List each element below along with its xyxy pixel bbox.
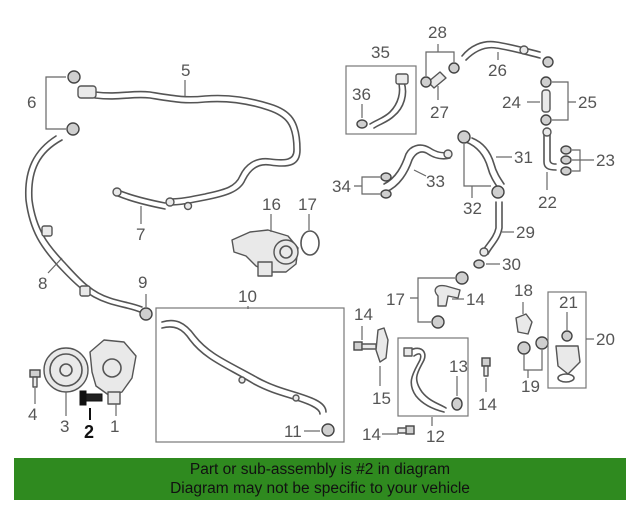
part-25-clips[interactable]: [560, 145, 572, 176]
part-12-hose[interactable]: [403, 347, 447, 413]
callout-38: 36: [352, 85, 371, 104]
part-10-box: [155, 307, 345, 443]
part-14-bolt[interactable]: [353, 341, 377, 351]
callout-20: 18: [514, 281, 533, 300]
part-18-thermostat-housing[interactable]: [231, 229, 299, 277]
part-34-clamps[interactable]: [457, 130, 505, 199]
callout-1: 1: [110, 417, 119, 436]
part-14-bolt-right[interactable]: [481, 357, 491, 377]
part-31-pipe[interactable]: [479, 201, 503, 257]
part-1-water-pump[interactable]: [89, 339, 137, 405]
callout-2: 2: [84, 422, 94, 442]
callout-34: 32: [463, 199, 482, 218]
callout-31: 29: [516, 223, 535, 242]
part-8-hose[interactable]: [24, 135, 143, 313]
callout-28: 26: [488, 61, 507, 80]
callout-33: 31: [514, 148, 533, 167]
part-15-bracket[interactable]: [375, 327, 389, 363]
part-11-clip[interactable]: [321, 423, 335, 437]
callout-14a: 14: [354, 305, 373, 324]
callout-22: 20: [596, 330, 615, 349]
callout-21: 19: [521, 377, 540, 396]
callout-26: 24: [502, 93, 521, 112]
callout-16: 14: [466, 290, 485, 309]
part-21-clamps[interactable]: [517, 336, 549, 355]
part-33-hose[interactable]: [465, 137, 505, 189]
callout-12: 12: [426, 427, 445, 446]
part-4-bolt[interactable]: [29, 369, 41, 388]
part-26-connector[interactable]: [541, 89, 551, 113]
callout-14c: 14: [478, 395, 497, 414]
part-2-bolt-highlighted[interactable]: [79, 390, 103, 406]
part-5-hose[interactable]: [77, 85, 301, 211]
callout-7: 7: [136, 225, 145, 244]
callout-8: 8: [38, 274, 47, 293]
callout-10: 10: [238, 287, 257, 306]
callout-24: 22: [538, 193, 557, 212]
part-27-clamps[interactable]: [540, 76, 552, 126]
callout-25: 23: [596, 151, 615, 170]
part-24-pipe[interactable]: [542, 127, 557, 171]
notice-banner: Part or sub-assembly is #2 in diagram Di…: [14, 458, 626, 500]
part-6-clips[interactable]: [66, 70, 81, 136]
notice-line-1: Part or sub-assembly is #2 in diagram: [189, 461, 451, 478]
part-22-box: [547, 291, 587, 389]
part-17-clamps[interactable]: [431, 271, 469, 329]
callout-29: 27: [430, 103, 449, 122]
callout-11: 11: [284, 422, 302, 441]
callout-23: 21: [559, 293, 578, 312]
part-35-hose[interactable]: [383, 144, 453, 193]
callout-6: 6: [27, 93, 36, 112]
callout-13: 13: [449, 357, 468, 376]
callout-30: 28: [428, 23, 447, 42]
callout-14b: 14: [362, 425, 381, 444]
part-29-fitting[interactable]: [427, 71, 447, 89]
part-9-clip[interactable]: [139, 307, 153, 321]
callout-36: 34: [332, 177, 351, 196]
part-28-hose[interactable]: [461, 40, 554, 68]
part-16-hose[interactable]: [434, 284, 461, 307]
part-38-pipe[interactable]: [356, 73, 409, 129]
callout-18: 16: [262, 195, 281, 214]
part-13-clip[interactable]: [451, 397, 463, 411]
part-30-clamps[interactable]: [420, 62, 460, 88]
callout-17: 17: [386, 290, 405, 309]
part-7-hose[interactable]: [112, 187, 166, 210]
callout-37: 35: [371, 43, 390, 62]
callout-3: 3: [60, 417, 69, 436]
callout-32: 30: [502, 255, 521, 274]
callout-19: 17: [298, 195, 317, 214]
callout-4: 4: [28, 405, 37, 424]
callout-5: 5: [181, 61, 190, 80]
callout-27: 25: [578, 93, 597, 112]
part-19-o-ring[interactable]: [300, 230, 320, 256]
callout-35: 33: [426, 172, 445, 191]
part-14-bolt-lower[interactable]: [397, 425, 415, 435]
part-3-pulley[interactable]: [43, 347, 89, 393]
part-20-fitting[interactable]: [515, 313, 533, 335]
part-10-pipe[interactable]: [161, 319, 327, 415]
part-37-box: [345, 65, 417, 135]
part-32-clip[interactable]: [473, 259, 485, 269]
notice-line-2: Diagram may not be specific to your vehi…: [170, 480, 470, 497]
callout-15: 15: [372, 389, 391, 408]
part-36-clips[interactable]: [380, 172, 392, 199]
callout-9: 9: [138, 273, 147, 292]
part-12-box: [397, 337, 469, 417]
part-23-housing[interactable]: [555, 330, 581, 383]
